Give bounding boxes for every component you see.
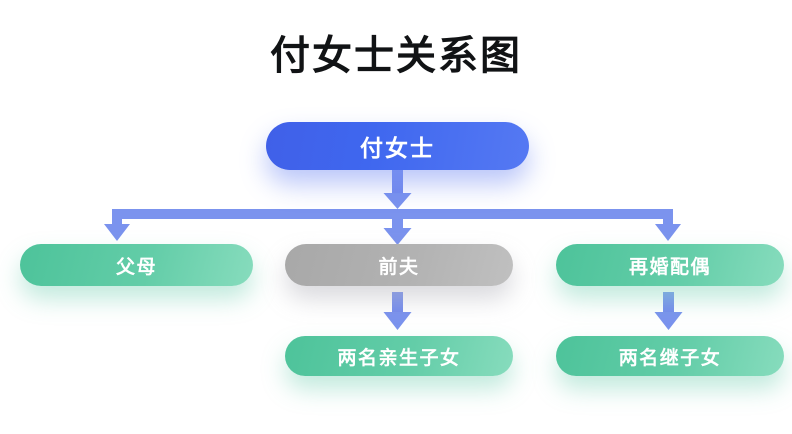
edge-spouse-to-stepchildren — [654, 292, 683, 330]
edge-root-to-bus — [383, 168, 412, 209]
node-biological-children[interactable]: 两名亲生子女 — [285, 336, 513, 376]
edge-to-exhusband — [383, 213, 412, 245]
edge-to-parents — [104, 209, 130, 241]
node-root-fu-nvshi[interactable]: 付女士 — [266, 122, 529, 170]
node-stepchildren[interactable]: 两名继子女 — [556, 336, 784, 376]
node-remarried-spouse[interactable]: 再婚配偶 — [556, 244, 784, 286]
edge-to-spouse — [655, 209, 681, 241]
node-parents[interactable]: 父母 — [20, 244, 253, 286]
node-ex-husband[interactable]: 前夫 — [285, 244, 513, 286]
edge-exhusband-to-children — [383, 292, 412, 330]
page-title: 付女士关系图 — [270, 34, 522, 78]
